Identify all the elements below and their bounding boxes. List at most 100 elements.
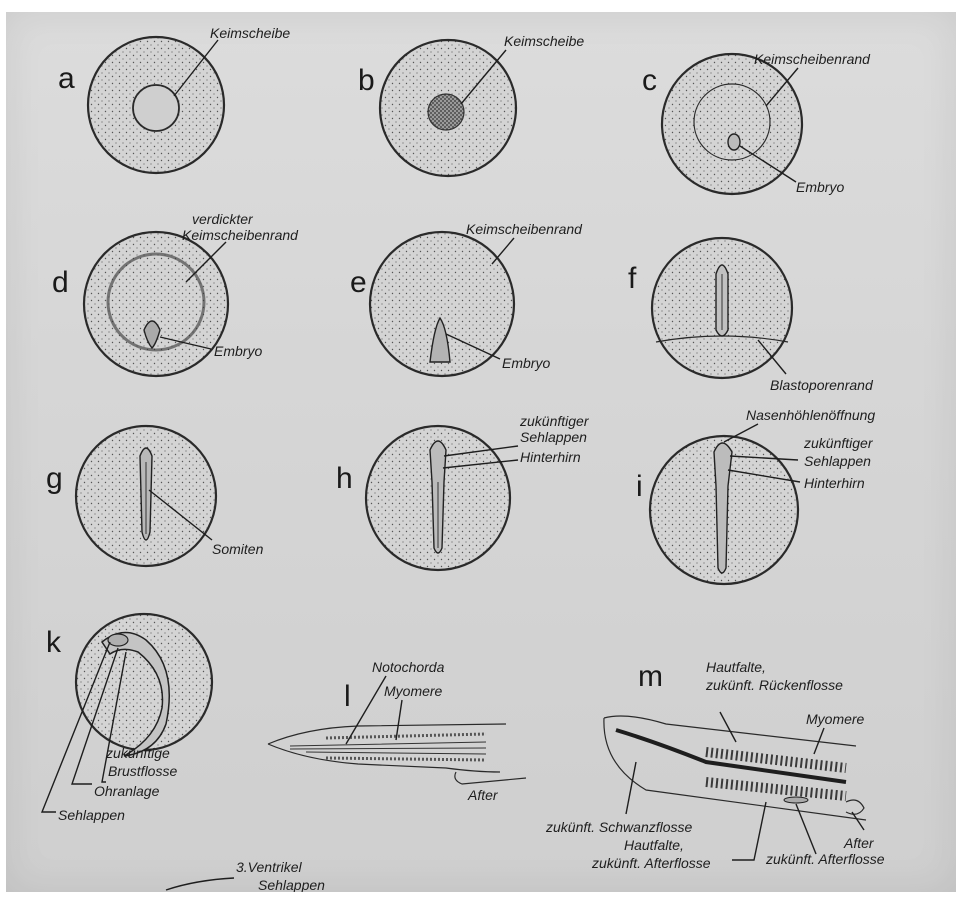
label-m-hautfalte-2: Hautfalte, [624,837,684,853]
label-g-somiten: Somiten [212,541,264,557]
panel-letter-g: g [46,462,63,495]
leader-l-myomere [395,699,403,741]
footer-fragment: 3.Ventrikel Sehlappen [165,859,325,893]
leader-m-afterflosse-fold [732,801,767,861]
embryo-c [727,133,741,151]
label-k-ohranlage: Ohranlage [94,783,160,799]
leader-k-sehlappen [40,641,111,813]
label-m-after: After [843,835,875,851]
label-e-embryo: Embryo [502,355,550,371]
panel-a: a Keimscheibe [58,25,290,175]
label-i-zukunftiger: zukünftiger [803,435,874,451]
embryo-e [429,316,451,363]
panel-letter-m: m [638,660,663,693]
panel-letter-f: f [628,262,637,295]
leader-k-brustflosse [101,651,127,783]
panel-e: e Keimscheibenrand Embryo [350,221,583,378]
label-m-ruckenflosse: zukünft. Rückenflosse [705,677,843,693]
label-d-verdickter: verdickter [192,211,254,227]
book-page: a Keimscheibe b Keimscheibe c Keimscheib… [6,12,956,893]
leader-d-rand [185,241,227,283]
leader-b [460,49,507,105]
label-k-zukunftige: zukünftige [105,745,170,761]
leader-m-myomere [813,727,825,755]
label-m-afterflosse-2: zukünft. Afterflosse [765,851,885,867]
panel-m: m Hautfalte, zukünft. Rückenflosse Myome… [545,659,885,871]
egg-d [82,230,230,378]
label-a-keimscheibe: Keimscheibe [210,25,290,41]
leader-m-hautfalte [719,711,737,743]
leader-d-embryo [159,336,212,350]
leader-e-rand [491,237,515,265]
leader-e-embryo [445,333,501,360]
label-c-keimscheibenrand: Keimscheibenrand [754,51,871,67]
disc-margin-c [693,83,771,161]
leader-c-rand [765,67,799,107]
egg-c [660,52,804,196]
egg-e [368,230,516,378]
leader-c-embryo [739,145,797,183]
leader-k-ohranlage [71,647,119,785]
anus-m [845,799,865,815]
label-h-sehlappen: Sehlappen [520,429,587,445]
panel-i: i Nasenhöhlenöffnung zukünftiger Sehlapp… [636,407,875,586]
germinal-disc-a [132,84,180,132]
panel-d: d verdickter Keimscheibenrand Embryo [52,211,299,378]
germinal-disc-b [427,93,465,131]
label-i-nasenhohlenoffnung: Nasenhöhlenöffnung [746,407,875,423]
panel-c: c Keimscheibenrand Embryo [642,51,871,196]
label-f-blastoporenrand: Blastoporenrand [770,377,874,393]
panel-letter-c: c [642,64,657,97]
label-i-sehlappen: Sehlappen [804,453,871,469]
leader-m-after [851,811,865,831]
notochord-l [289,741,487,755]
thickened-disc-margin-d [106,252,206,352]
panel-k: k zukünftige Brustflosse Ohranlage Sehla… [40,612,214,823]
panel-f: f Blastoporenrand [628,236,874,393]
egg-k [74,612,214,752]
label-k-sehlappen: Sehlappen [58,807,125,823]
panel-letter-d: d [52,266,69,299]
notochord-m [615,728,847,784]
leader-a [173,39,219,97]
label-e-keimscheibenrand: Keimscheibenrand [466,221,583,237]
panel-letter-k: k [46,626,62,659]
label-i-hinterhirn: Hinterhirn [804,475,865,491]
embryo-k [100,631,170,757]
label-l-notochorda: Notochorda [372,659,445,675]
label-m-afterflosse-1: zukünft. Afterflosse [591,855,711,871]
label-h-hinterhirn: Hinterhirn [520,449,581,465]
leader-h-sehlappen [443,445,519,457]
leader-f-blastopore [757,339,787,375]
label-l-after: After [467,787,499,803]
head-k [107,633,129,647]
anal-fin-m [783,796,809,804]
label-m-myomere: Myomere [806,711,865,727]
label-footer-ventrikel: 3.Ventrikel [236,859,303,875]
label-c-embryo: Embryo [796,179,844,195]
panel-letter-l: l [344,680,351,713]
leader-m-schwanzflosse [625,761,637,815]
label-h-zukunftiger: zukünftiger [519,413,590,429]
panel-letter-a: a [58,62,75,95]
panel-g: g Somiten [46,424,264,568]
leader-i-hinterhirn [727,469,801,483]
larva-outline-m [603,715,867,821]
footer-leader [165,877,235,891]
myomeres-l [325,732,487,762]
label-m-hautfalte-1: Hautfalte, [706,659,766,675]
leader-i-sehlappen [729,455,799,461]
panel-h: h zukünftiger Sehlappen Hinterhirn [336,413,590,572]
leader-m-afterflosse [795,803,817,855]
leader-g-somiten [148,489,213,541]
panel-b: b Keimscheibe [358,33,584,178]
leader-h-hinterhirn [442,459,519,469]
panel-letter-e: e [350,266,367,299]
label-k-brustflosse: Brustflosse [108,763,177,779]
label-d-embryo: Embryo [214,343,262,359]
embryo-development-diagram: a Keimscheibe b Keimscheibe c Keimscheib… [40,25,885,893]
label-d-keimscheibenrand: Keimscheibenrand [182,227,299,243]
embryo-d [143,320,161,350]
label-footer-sehlappen: Sehlappen [258,877,325,892]
